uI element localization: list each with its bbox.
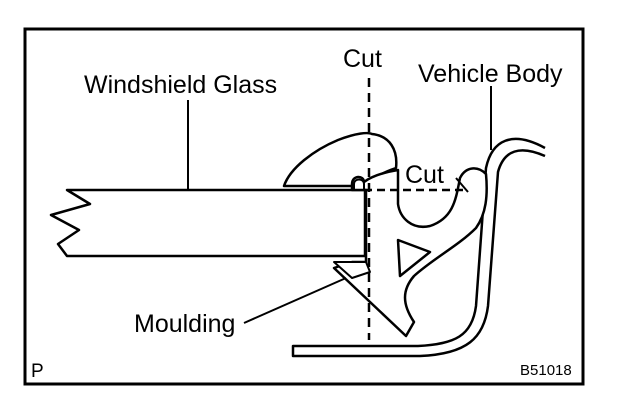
- label-vehicle-body: Vehicle Body: [418, 60, 563, 88]
- leader-moulding: [243, 277, 347, 324]
- diagram-frame: [23, 27, 585, 386]
- vehicle-body-panel: [291, 137, 546, 358]
- moulding-notch: [353, 178, 365, 190]
- label-windshield-glass: Windshield Glass: [84, 71, 277, 99]
- moulding-cavity: [396, 238, 432, 278]
- figure-code: B51018: [520, 362, 572, 379]
- corner-mark: P: [31, 361, 44, 382]
- moulding-lower-lip: [333, 261, 371, 279]
- label-moulding: Moulding: [134, 310, 235, 338]
- leader-cut-horizontal: [455, 177, 469, 193]
- windshield-glass: [49, 188, 367, 258]
- label-cut-vertical: Cut: [343, 45, 382, 73]
- label-cut-horizontal: Cut: [405, 161, 444, 189]
